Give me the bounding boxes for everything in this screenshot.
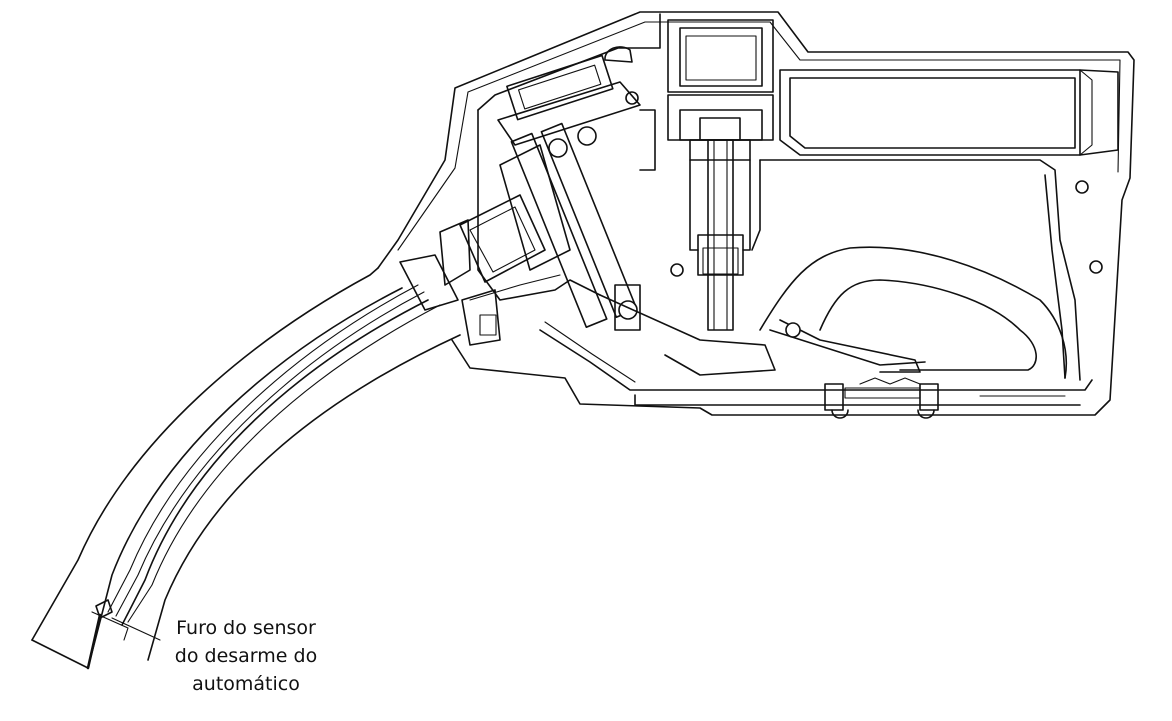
sensor-hole-marker (95, 599, 161, 641)
valve-stem (625, 19, 774, 331)
shutoff-mechanism (399, 46, 776, 376)
handle (751, 69, 1119, 381)
annotation-line-1: Furo do sensor (176, 617, 316, 639)
annotation-label: Furo do sensor do desarme do automático (175, 617, 317, 695)
spout (31, 267, 461, 670)
nozzle-body (377, 11, 1135, 416)
guard-details (824, 377, 1066, 419)
annotation-line-3: automático (192, 673, 300, 695)
annotation-line-2: do desarme do (175, 645, 317, 667)
